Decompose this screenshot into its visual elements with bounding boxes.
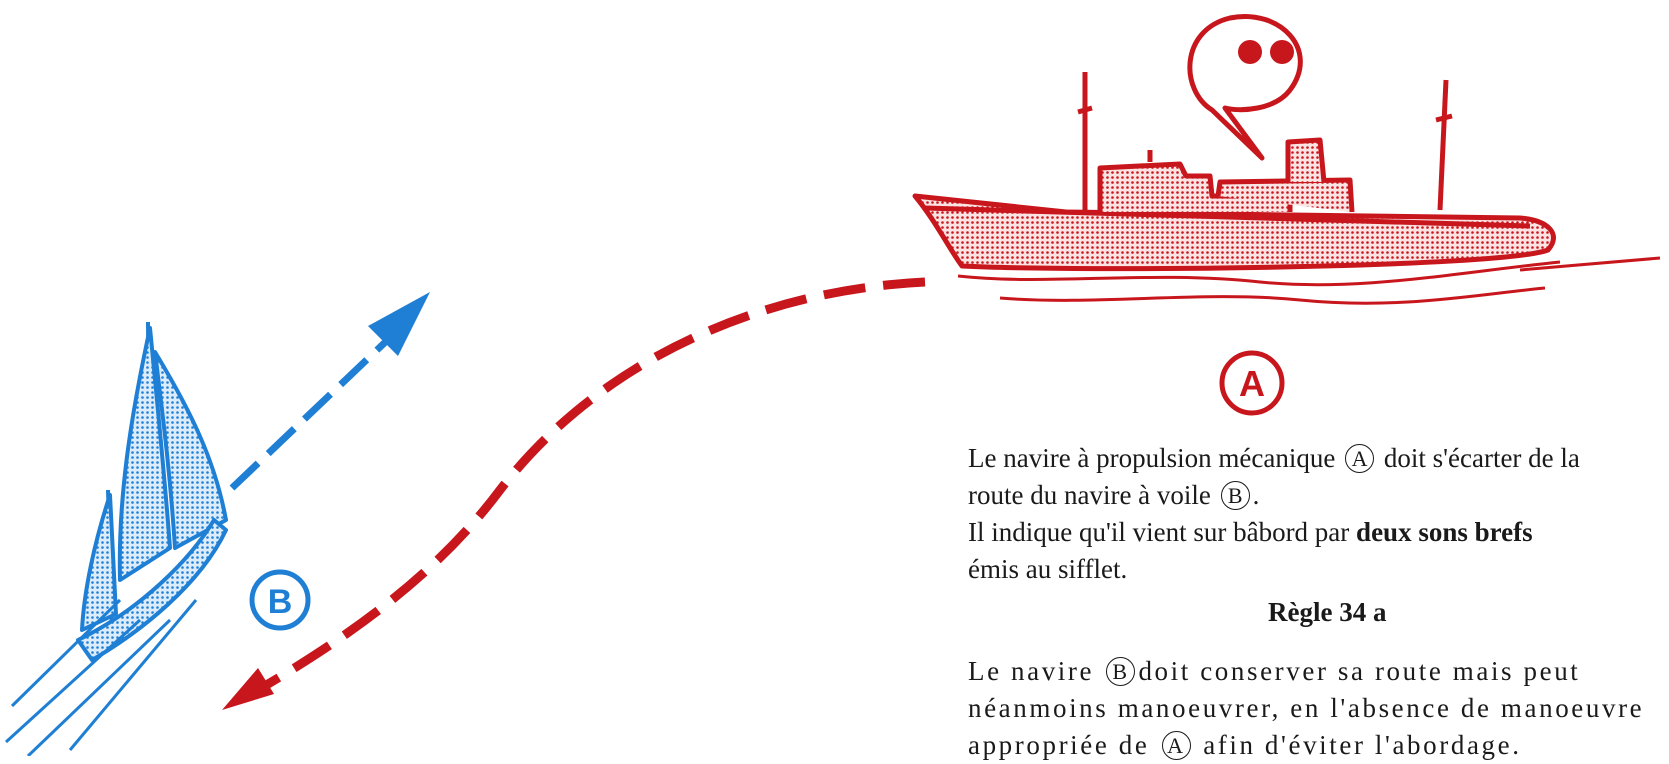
power-driven-vessel: [912, 14, 1661, 305]
text-segment: doit conserver sa route mais peut: [1138, 656, 1581, 686]
text-segment: afin d'éviter l'abordage.: [1203, 730, 1522, 760]
paragraph-2-line-1: Il indique qu'il vient sur bâbord par de…: [968, 514, 1669, 551]
paragraph-1-line-2: route du navire à voile B.: [968, 477, 1669, 514]
paragraph-1-line-1: Le navire à propulsion mécanique A doit …: [968, 440, 1669, 477]
text-segment: Le navire à propulsion mécanique: [968, 443, 1336, 473]
ref-circle-b: B: [1106, 657, 1136, 686]
vessel-a-label: A: [1219, 350, 1285, 416]
text-segment: doit s'écarter de la: [1383, 443, 1580, 473]
ship-route-arrow: [222, 277, 926, 710]
sailboat-route-arrowhead: [368, 292, 430, 356]
vessel-b-letter: B: [268, 583, 293, 621]
rule-title: Règle 34 a: [1268, 597, 1387, 627]
paragraph-3-line-3: appropriée de A afin d'éviter l'abordage…: [968, 727, 1669, 764]
bold-phrase: deux sons brefs: [1356, 517, 1533, 547]
short-blast-dot: [1238, 40, 1262, 64]
speech-bubble-icon: [1187, 14, 1303, 161]
text-segment: appropriée de: [968, 730, 1150, 760]
sailboat-route-arrow: [229, 292, 430, 491]
rule-explanation: Le navire à propulsion mécanique A doit …: [968, 440, 1669, 764]
vessel-b-label: B: [249, 569, 311, 631]
vessel-a-letter: A: [1239, 363, 1265, 404]
text-segment: .: [1252, 480, 1260, 510]
short-blast-dot: [1270, 40, 1294, 64]
paragraph-3-line-2: néanmoins manoeuvrer, en l'absence de ma…: [968, 693, 1645, 723]
sailing-vessel: [4, 321, 228, 756]
ship-route-arrowhead: [222, 668, 274, 710]
text-segment: Le navire: [968, 656, 1095, 686]
text-segment: route du navire à voile: [968, 480, 1211, 510]
ref-circle-a: A: [1345, 444, 1375, 473]
ref-circle-b: B: [1220, 481, 1250, 510]
paragraph-2-line-2: émis au sifflet.: [968, 554, 1128, 584]
text-segment: Il indique qu'il vient sur bâbord par: [968, 517, 1357, 547]
